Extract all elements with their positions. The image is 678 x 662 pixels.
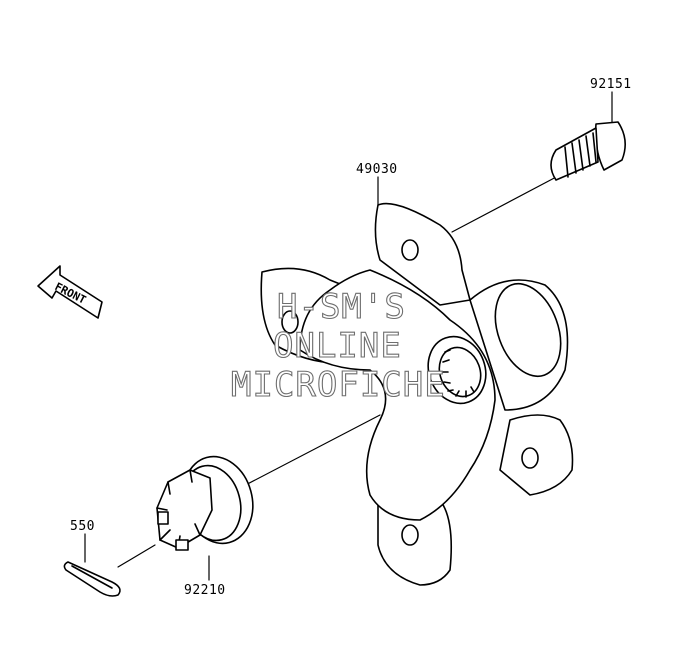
label-cotter-pin: 550 (70, 519, 95, 534)
cotter-pin[interactable] (63, 561, 121, 597)
label-castle-nut: 92210 (184, 583, 226, 598)
wheel-bolt[interactable] (550, 121, 626, 181)
watermark: H-SM'S ONLINE MICROFICHE (230, 286, 446, 405)
watermark-line-2: ONLINE (273, 326, 402, 366)
watermark-line-3: MICROFICHE (231, 365, 446, 405)
label-hub: 49030 (356, 162, 398, 177)
hub-flange[interactable] (260, 202, 574, 586)
label-bolt: 92151 (590, 77, 632, 92)
front-arrow-icon: FRONT (37, 265, 103, 319)
watermark-line-1: H-SM'S (277, 287, 406, 327)
castle-nut[interactable] (156, 449, 262, 552)
